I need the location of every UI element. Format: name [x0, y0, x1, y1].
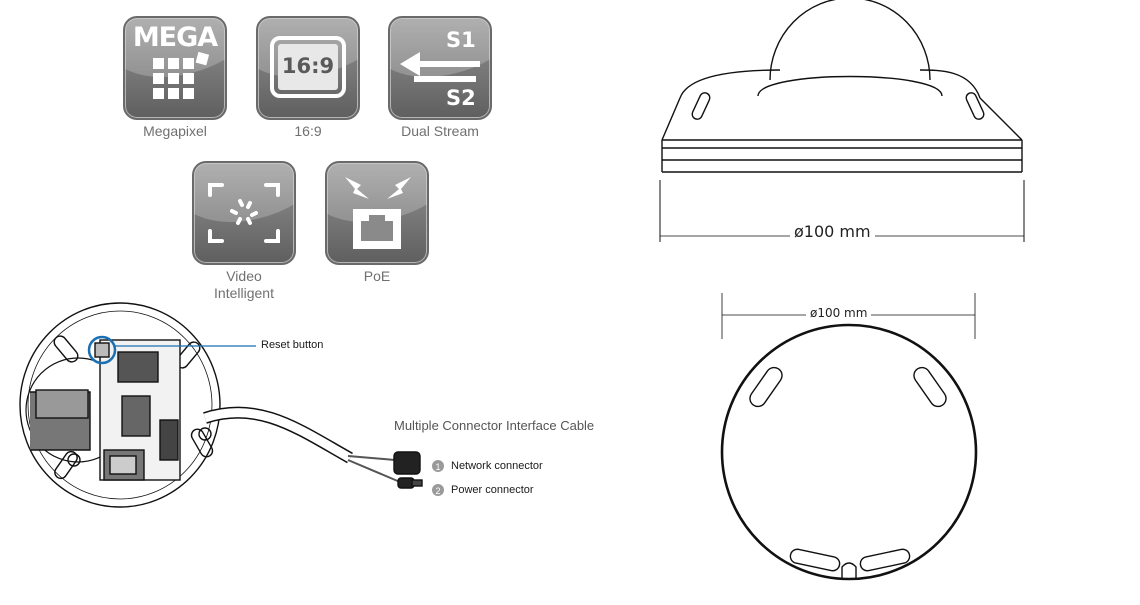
megapixel-icon-text: MEGA — [132, 22, 218, 53]
feature-label-ratio: 16:9 — [294, 123, 322, 139]
reset-button-label: Reset button — [261, 339, 324, 351]
top-view-dimension: ø100 mm — [806, 306, 872, 320]
megapixel-icon: MEGA — [123, 16, 227, 120]
top-view-drawing — [720, 293, 978, 581]
camera-interior-diagram: 1 2 — [19, 302, 444, 508]
cable-title: Multiple Connector Interface Cable — [394, 418, 595, 433]
dual-stream-s1: S1 — [446, 28, 476, 52]
feature-megapixel: MEGA Megapixel — [123, 16, 227, 140]
poe-icon — [325, 161, 429, 265]
feature-aspect-ratio: 16:9 16:9 — [256, 16, 360, 140]
side-view-dimension: ø100 mm — [790, 222, 875, 241]
power-connector-label: Power connector — [451, 484, 534, 496]
network-connector-label: Network connector — [451, 460, 543, 472]
connector-number-2: 2 — [435, 486, 440, 496]
dual-stream-s2: S2 — [446, 86, 476, 110]
connector-number-1: 1 — [435, 462, 440, 472]
feature-label-intelligent: Intelligent — [214, 285, 274, 301]
video-intelligent-icon — [192, 161, 296, 265]
aspect-ratio-icon-text: 16:9 — [281, 54, 335, 78]
aspect-ratio-icon: 16:9 — [256, 16, 360, 120]
dual-stream-icon: S1 S2 — [388, 16, 492, 120]
feature-label-video: Video — [226, 268, 262, 284]
feature-video-intelligent: Video Intelligent — [192, 161, 296, 302]
feature-poe: PoE — [325, 161, 429, 285]
feature-label-dual-stream: Dual Stream — [401, 123, 479, 139]
feature-label-megapixel: Megapixel — [143, 123, 207, 139]
feature-label-poe: PoE — [363, 268, 391, 284]
side-view-drawing — [659, 0, 1025, 242]
feature-dual-stream: S1 S2 Dual Stream — [388, 16, 492, 140]
